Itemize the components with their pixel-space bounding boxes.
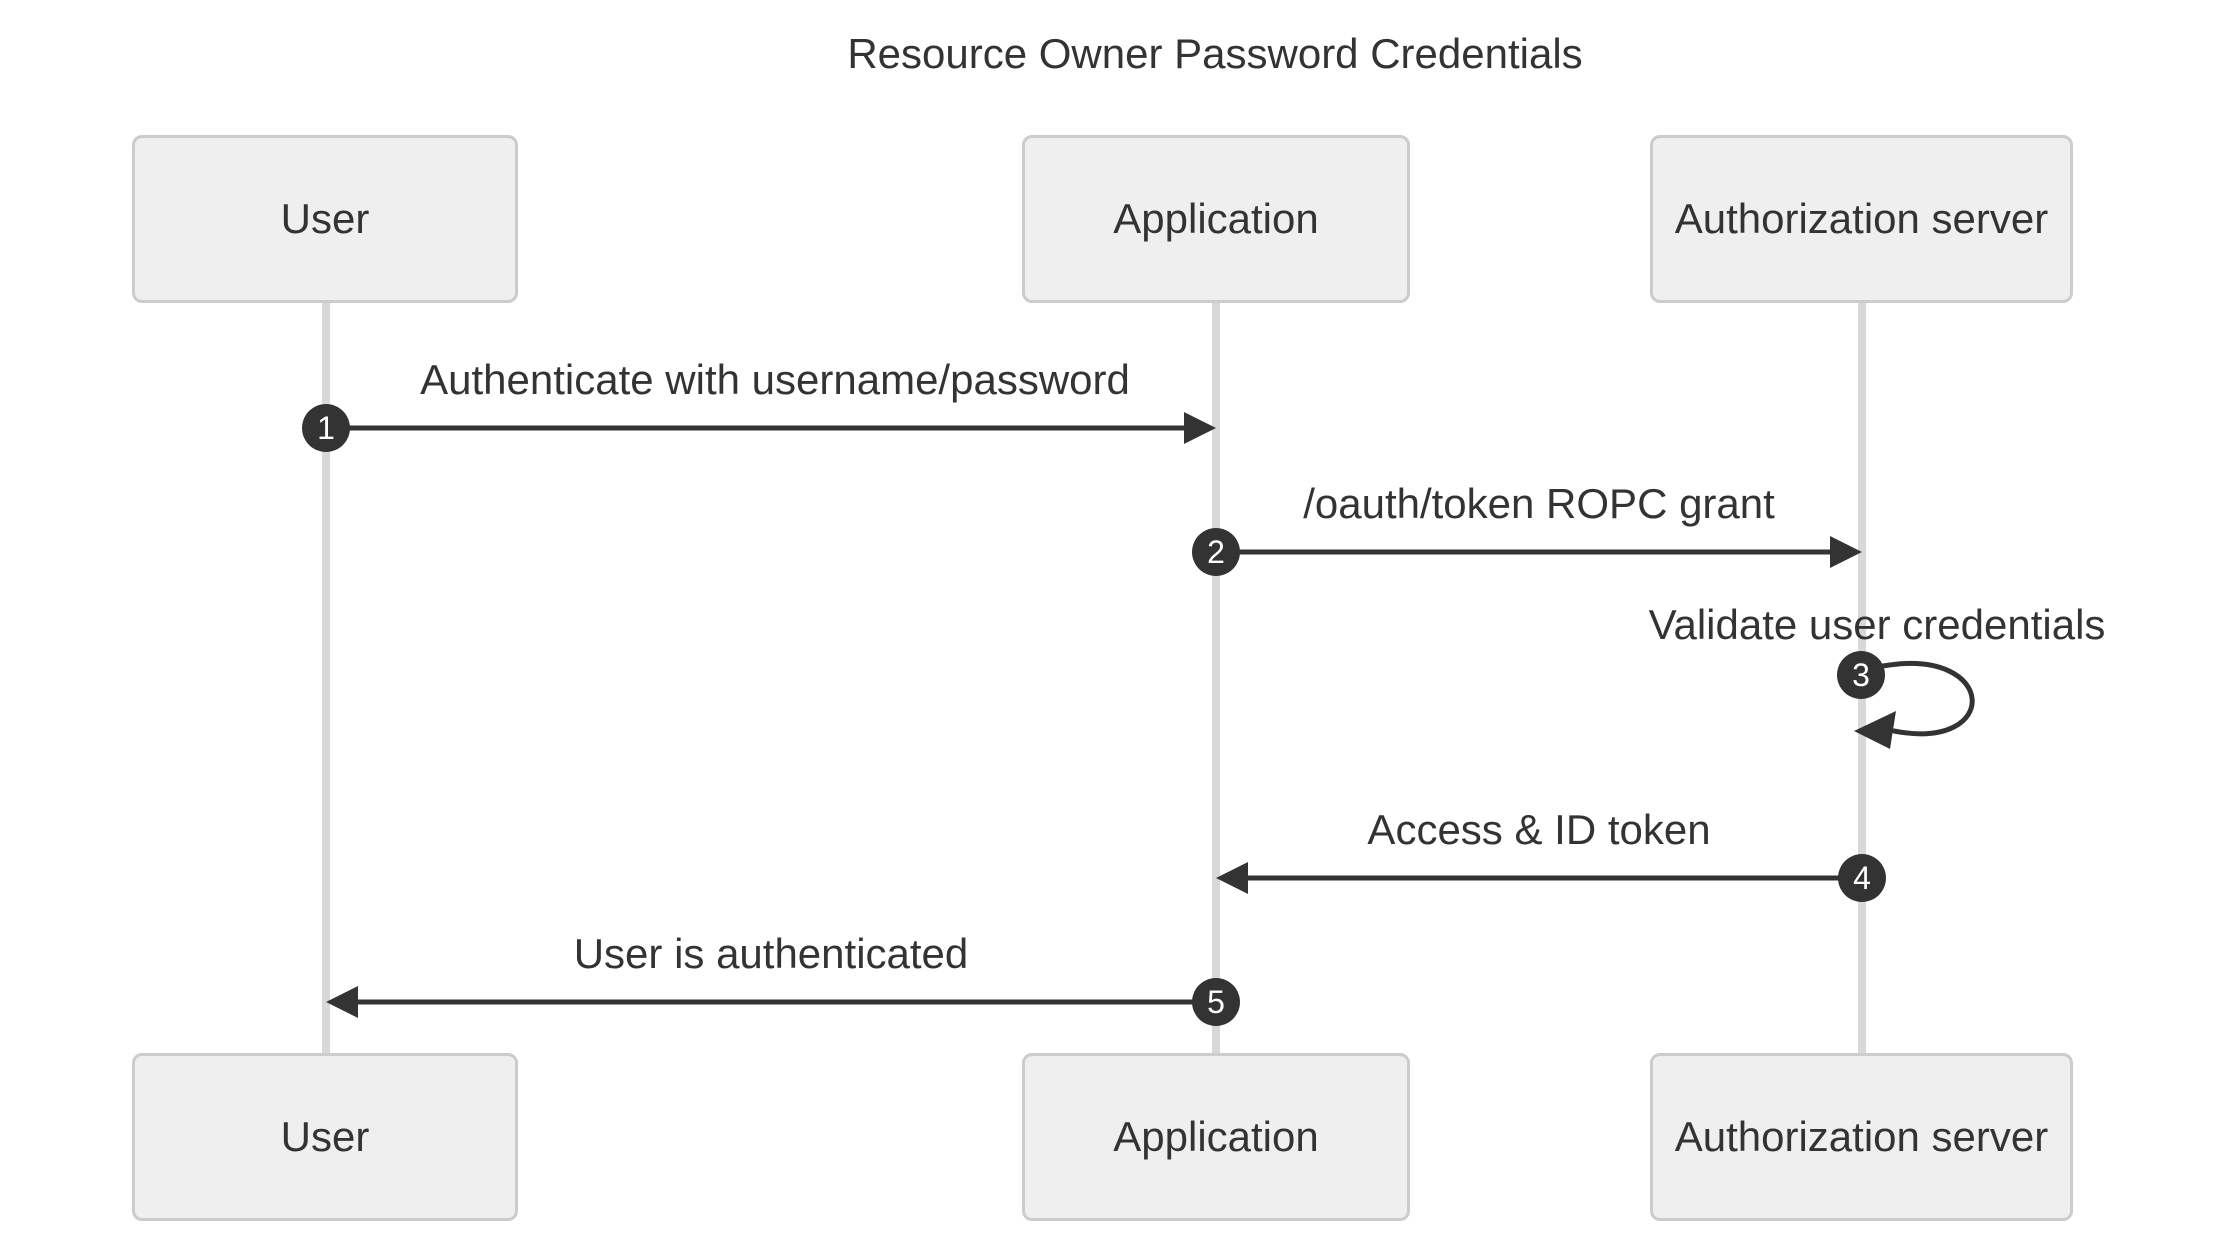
sequence-number-badge-4: 4 xyxy=(1838,854,1886,902)
actor-box-application-bottom: Application xyxy=(1022,1053,1410,1221)
message-5-arrowhead xyxy=(326,986,358,1018)
message-3-self-loop xyxy=(1880,661,1975,737)
actor-box-user-bottom: User xyxy=(132,1053,518,1221)
sequence-number-badge-2: 2 xyxy=(1192,528,1240,576)
actor-label-auth-server: Authorization server xyxy=(1674,195,2049,242)
actor-label-application: Application xyxy=(1113,195,1319,242)
message-4-label: Access & ID token xyxy=(1367,806,1711,853)
message-1-label: Authenticate with username/password xyxy=(420,356,1130,403)
message-3-label: Validate user credentials xyxy=(1648,601,2106,648)
actor-label-user: User xyxy=(280,1113,370,1160)
message-3-arrowhead xyxy=(1854,711,1896,749)
sequence-number-badge-3: 3 xyxy=(1837,651,1885,699)
actor-label-user: User xyxy=(280,195,370,242)
actor-box-user-top: User xyxy=(132,135,518,303)
message-5-label: User is authenticated xyxy=(573,930,969,977)
sequence-number-badge-1: 1 xyxy=(302,404,350,452)
diagram-title: Resource Owner Password Credentials xyxy=(847,30,1583,77)
message-4-arrowhead xyxy=(1216,862,1248,894)
actor-box-application-top: Application xyxy=(1022,135,1410,303)
actor-box-auth-server-top: Authorization server xyxy=(1650,135,2073,303)
message-2-arrowhead xyxy=(1830,536,1862,568)
actor-box-auth-server-bottom: Authorization server xyxy=(1650,1053,2073,1221)
sequence-number-badge-5: 5 xyxy=(1192,978,1240,1026)
actor-label-auth-server: Authorization server xyxy=(1674,1113,2049,1160)
message-1-arrowhead xyxy=(1184,412,1216,444)
message-2-label: /oauth/token ROPC grant xyxy=(1303,480,1775,527)
actor-label-application: Application xyxy=(1113,1113,1319,1160)
